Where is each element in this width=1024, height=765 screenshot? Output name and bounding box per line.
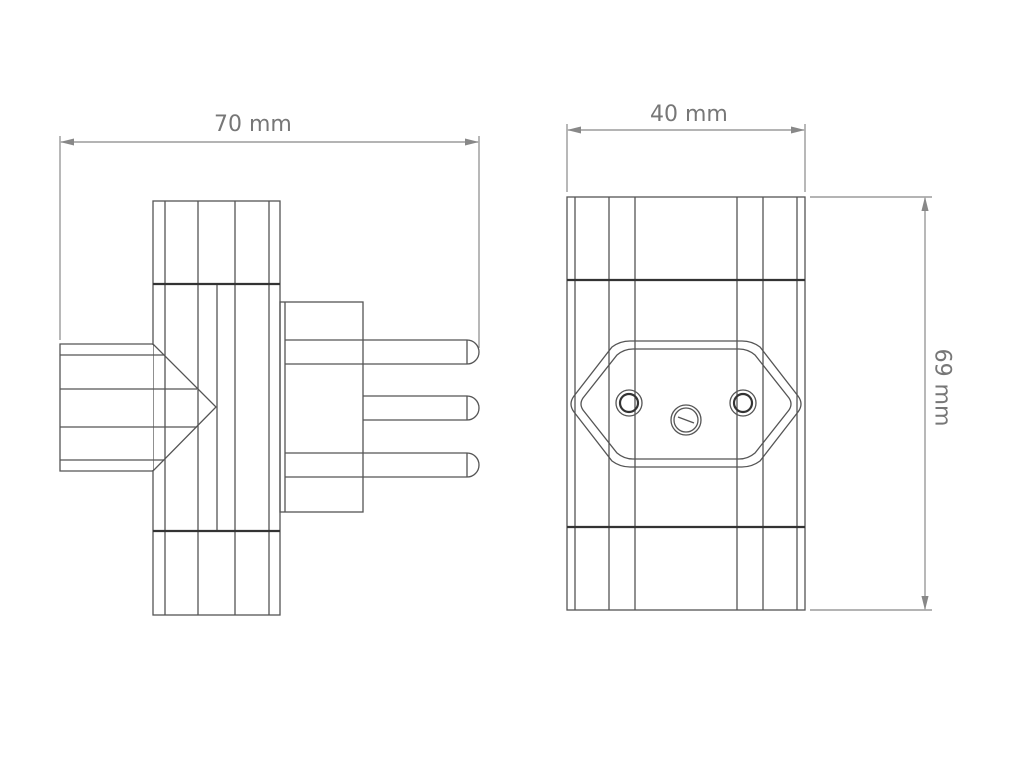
socket-outlet xyxy=(570,340,802,468)
adapter-front-view xyxy=(566,196,806,611)
dimension-label-70mm: 70 mm xyxy=(214,112,292,137)
adapter-side-view xyxy=(59,200,480,616)
dimension-label-40mm: 40 mm xyxy=(650,102,728,127)
dimension-69mm xyxy=(810,196,932,611)
dimension-label-69mm: 69 mm xyxy=(929,348,955,427)
dimension-70mm xyxy=(59,136,480,348)
dimension-40mm xyxy=(566,124,806,192)
